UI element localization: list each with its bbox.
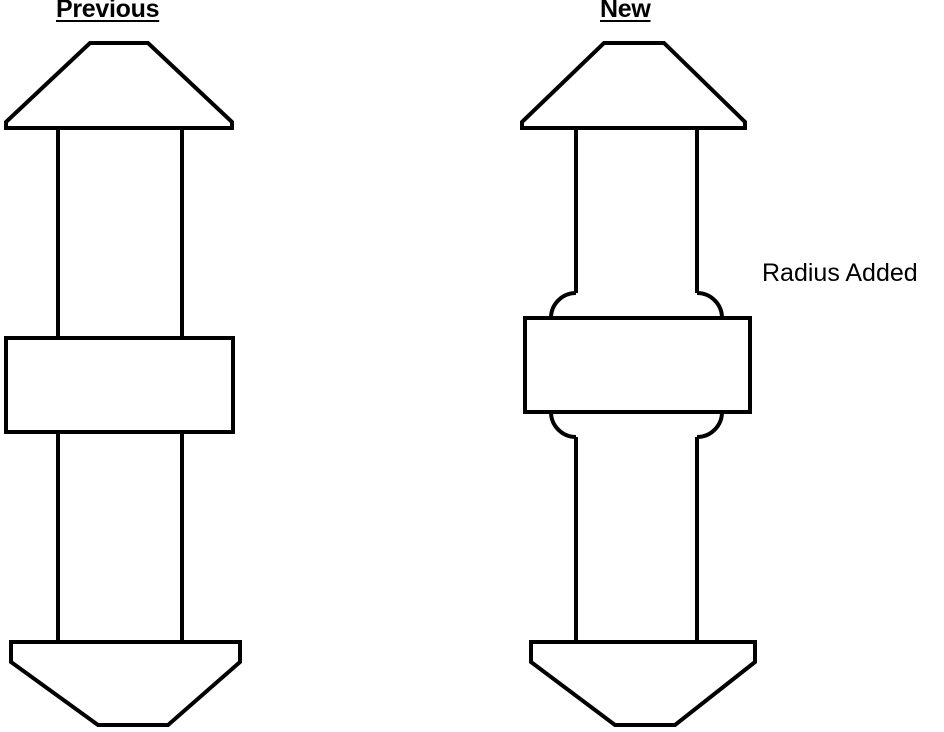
new-fillet-top-right-radius xyxy=(696,291,724,319)
previous-flange-shape xyxy=(4,336,235,434)
previous-foot-shape xyxy=(9,640,242,727)
new-foot-shape xyxy=(529,640,757,727)
previous-head-shape xyxy=(4,41,234,130)
new-head-shape xyxy=(520,41,747,130)
new-flange-shape xyxy=(523,316,752,414)
new-fillet-bottom-right-radius xyxy=(696,411,724,439)
new-fillet-bottom-left-radius xyxy=(549,411,577,439)
new-fillet-top-left-radius xyxy=(549,291,577,319)
radius-added-annotation: Radius Added xyxy=(762,259,918,287)
previous-title-label: Previous xyxy=(56,0,160,23)
previous-part-figure xyxy=(4,41,242,727)
new-title-label: New xyxy=(600,0,651,23)
new-part-figure xyxy=(520,41,757,727)
